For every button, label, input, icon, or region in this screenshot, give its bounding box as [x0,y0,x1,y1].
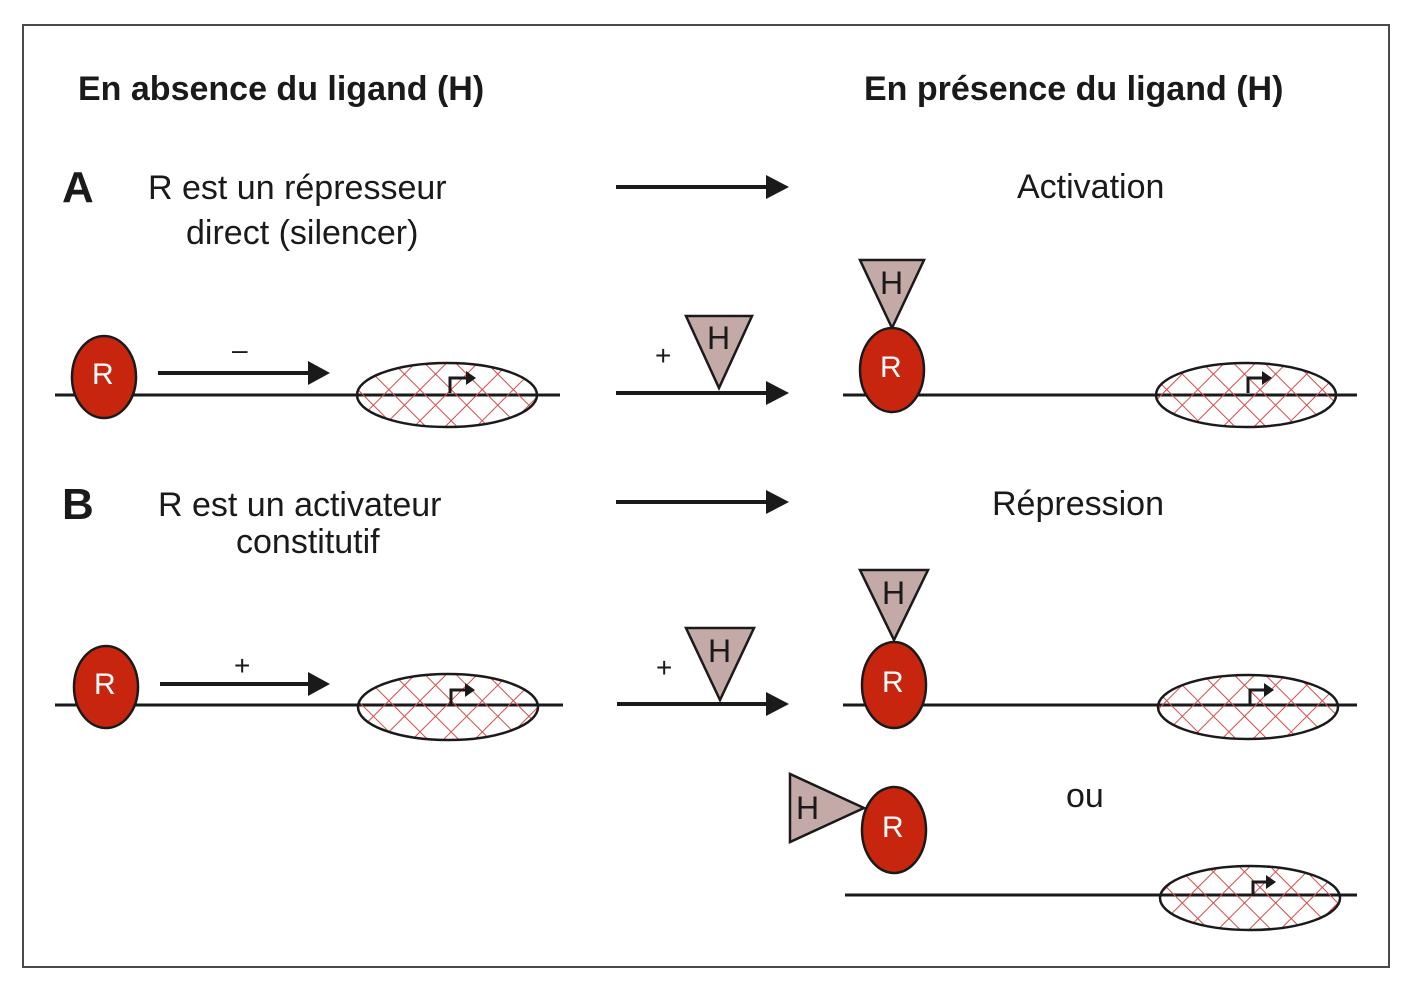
transcription-start-arrowhead-icon [1264,683,1274,697]
transition-arrowhead-icon [766,175,789,199]
receptor-r [72,644,140,730]
header-absence-ligand: En absence du ligand (H) [78,70,485,108]
transcription-start-arrowhead-icon [1262,371,1272,385]
ligand-h-triangle [788,772,867,844]
panel-a-letter: A [62,163,94,212]
transcription-start-arrowhead-icon [466,371,476,385]
transcription-start-arrowhead-icon [1266,875,1276,889]
transcription-start-arrow-icon [1251,880,1270,896]
receptor-r [70,334,138,420]
panel-a-ligand-sign: + [655,340,672,371]
receptor-r [860,785,928,875]
effect-arrowhead-icon [308,361,330,385]
ligand-addition-arrowhead-icon [766,692,789,716]
receptor-r [858,326,926,414]
promoter-element [1156,673,1340,741]
panel-b-letter: B [62,480,94,529]
ligand-label: H [882,575,906,611]
ligand-label: H [880,265,904,301]
panel-b-effect-sign: + [234,650,251,681]
figure-frame [22,24,1390,968]
panel-b-outcome: Répression [992,485,1164,523]
panel-b-description-line2: constitutif [236,523,380,561]
panel-b-description-line1: R est un activateur [158,486,442,524]
panel-a-effect-sign: – [232,334,248,365]
panel-a-outcome: Activation [1017,168,1165,206]
header-presence-ligand: En présence du ligand (H) [864,70,1284,108]
transcription-start-arrowhead-icon [465,683,475,697]
transition-arrowhead-icon [766,490,789,514]
receptor-label: R [882,811,904,844]
panel-a-description-line1: R est un répresseur [148,169,447,207]
receptor-r [860,640,928,730]
ligand-addition-arrowhead-icon [766,381,789,405]
transcription-start-arrow-icon [1246,376,1266,393]
effect-arrowhead-icon [308,672,330,696]
ligand-h-triangle [858,258,926,331]
promoter-element [1158,864,1342,932]
promoter-element [1154,361,1338,429]
ligand-label: H [708,633,732,669]
receptor-label: R [882,666,904,699]
panel-b-alternative-label: ou [1066,777,1104,815]
receptor-label: R [92,358,114,391]
promoter-element [356,672,540,742]
transcription-start-arrow-icon [1248,688,1268,704]
receptor-label: R [94,668,116,701]
transcription-start-arrow-icon [448,376,470,393]
ligand-h-triangle [858,568,930,643]
promoter-element [355,361,539,429]
ligand-label: H [707,320,731,356]
receptor-label: R [880,351,902,384]
panel-a-description-line2: direct (silencer) [186,214,419,252]
transcription-start-arrow-icon [449,688,469,704]
ligand-h-triangle [684,626,756,703]
ligand-h-triangle [684,314,754,392]
ligand-label: H [796,790,820,826]
panel-b-ligand-sign: + [656,652,673,683]
